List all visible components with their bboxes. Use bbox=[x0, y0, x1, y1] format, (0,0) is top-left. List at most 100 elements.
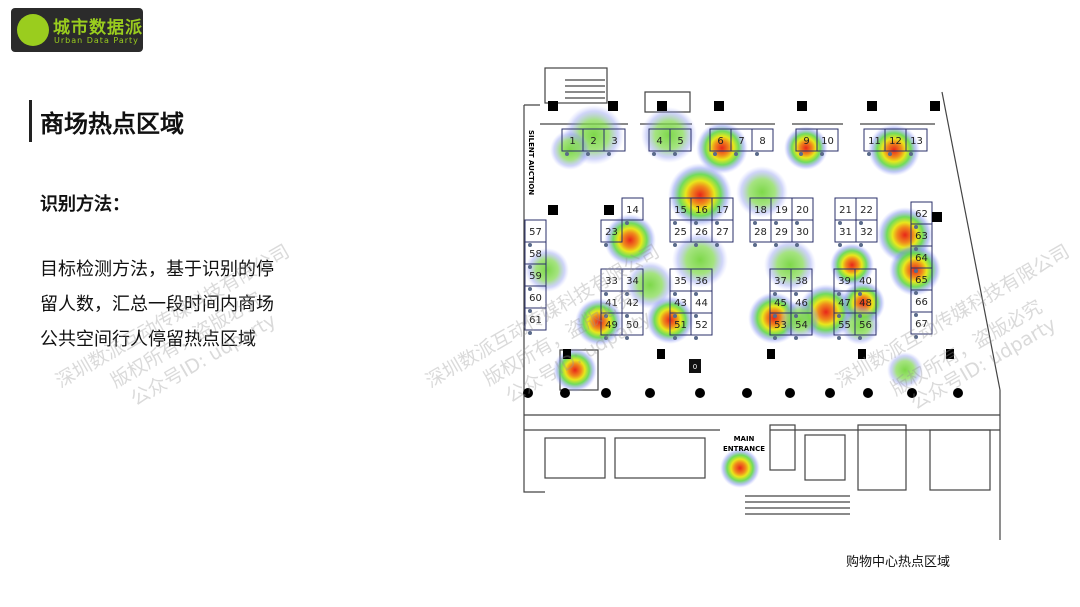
booth-50: 50 bbox=[621, 312, 644, 340]
logo: 城市数据派 Urban Data Party bbox=[11, 8, 143, 52]
booth-number: 60 bbox=[529, 293, 542, 304]
sensor-dot bbox=[625, 221, 629, 225]
booth-number: 9 bbox=[803, 136, 809, 147]
booth-27: 27 bbox=[711, 219, 734, 247]
sensor-dot bbox=[888, 152, 892, 156]
column bbox=[825, 388, 835, 398]
booth-14: 14 bbox=[621, 197, 644, 225]
sensor-dot bbox=[753, 221, 757, 225]
booth-number: 11 bbox=[868, 136, 881, 147]
booth-number: 54 bbox=[795, 320, 808, 331]
sensor-dot bbox=[858, 292, 862, 296]
booth-number: 41 bbox=[605, 298, 618, 309]
sensor-dot bbox=[586, 152, 590, 156]
heat-spot bbox=[668, 163, 732, 227]
booth-number: 64 bbox=[915, 253, 928, 264]
heat-spot bbox=[550, 130, 590, 170]
sensor-dot bbox=[673, 243, 677, 247]
sensor-dot bbox=[673, 221, 677, 225]
heat-spot bbox=[575, 298, 623, 346]
booth-number: 38 bbox=[795, 276, 808, 287]
sensor-dot bbox=[858, 336, 862, 340]
booth-number: 35 bbox=[674, 276, 687, 287]
booth-number: 25 bbox=[674, 227, 687, 238]
sensor-dot bbox=[755, 152, 759, 156]
column bbox=[645, 388, 655, 398]
sensor-dot bbox=[713, 152, 717, 156]
sensor-dot bbox=[838, 221, 842, 225]
sensor-dot bbox=[528, 243, 532, 247]
sensor-dot bbox=[694, 221, 698, 225]
sensor-dot bbox=[774, 221, 778, 225]
sensor-dot bbox=[673, 314, 677, 318]
column bbox=[695, 388, 705, 398]
heat-spot bbox=[641, 107, 697, 163]
booth-28: 28 bbox=[749, 219, 772, 247]
sensor-dot bbox=[625, 292, 629, 296]
column bbox=[785, 388, 795, 398]
booth-number: 17 bbox=[716, 205, 729, 216]
booth-8: 8 bbox=[751, 128, 774, 156]
booth-number: 2 bbox=[590, 136, 596, 147]
heat-spot bbox=[780, 300, 820, 340]
sensor-dot bbox=[837, 314, 841, 318]
column bbox=[742, 388, 752, 398]
sensor-dot bbox=[604, 243, 608, 247]
sensor-dot bbox=[694, 243, 698, 247]
booth-57: 57 bbox=[524, 219, 547, 247]
sensor-dot bbox=[837, 292, 841, 296]
booth-number: 53 bbox=[774, 320, 787, 331]
figure-caption: 购物中心热点区域 bbox=[846, 555, 951, 570]
sensor-dot bbox=[607, 152, 611, 156]
booth-number: 16 bbox=[695, 205, 708, 216]
pillar bbox=[930, 101, 940, 111]
booth-number: 4 bbox=[656, 136, 662, 147]
method-line: 公共空间行人停留热点区域 bbox=[40, 329, 256, 350]
sensor-dot bbox=[794, 336, 798, 340]
heat-layer bbox=[525, 105, 941, 488]
booth-number: 52 bbox=[695, 320, 708, 331]
sensor-dot bbox=[914, 313, 918, 317]
booth-number: 18 bbox=[754, 205, 767, 216]
entrance-label-1: MAIN bbox=[734, 435, 755, 443]
sensor-dot bbox=[794, 292, 798, 296]
sensor-dot bbox=[694, 314, 698, 318]
heat-spot bbox=[720, 448, 760, 488]
sensor-dot bbox=[914, 291, 918, 295]
heat-spot bbox=[784, 126, 828, 170]
sensor-dot bbox=[604, 292, 608, 296]
booth-number: 63 bbox=[915, 231, 928, 242]
column bbox=[953, 388, 963, 398]
booth-number: 5 bbox=[677, 136, 683, 147]
sensor-dot bbox=[858, 314, 862, 318]
method-heading: 识别方法： bbox=[40, 194, 130, 215]
booth-44: 44 bbox=[690, 290, 713, 318]
booth-number: 19 bbox=[775, 205, 788, 216]
booth-61: 61 bbox=[524, 307, 547, 335]
heat-spot bbox=[868, 124, 920, 176]
booth-67: 67 bbox=[910, 311, 933, 339]
sensor-dot bbox=[694, 292, 698, 296]
booth-number: 48 bbox=[859, 298, 872, 309]
booth-number: 30 bbox=[796, 227, 809, 238]
sensor-dot bbox=[914, 335, 918, 339]
booth-number: 50 bbox=[626, 320, 639, 331]
booth-number: 46 bbox=[795, 298, 808, 309]
sensor-dot bbox=[859, 243, 863, 247]
booth-number: 61 bbox=[529, 315, 542, 326]
sensor-dot bbox=[773, 314, 777, 318]
column bbox=[863, 388, 873, 398]
sensor-dot bbox=[820, 152, 824, 156]
sensor-dot bbox=[837, 336, 841, 340]
heat-spot bbox=[764, 239, 816, 291]
pillar bbox=[867, 101, 877, 111]
pillar bbox=[548, 101, 558, 111]
booth-number: 58 bbox=[529, 249, 542, 260]
booth-3: 3 bbox=[603, 128, 626, 156]
method-line: 目标检测方法，基于识别的停 bbox=[40, 259, 274, 280]
booth-number: 31 bbox=[839, 227, 852, 238]
sensor-dot bbox=[734, 152, 738, 156]
pillars bbox=[523, 101, 963, 398]
booth-number: 56 bbox=[859, 320, 872, 331]
booth-number: 33 bbox=[605, 276, 618, 287]
